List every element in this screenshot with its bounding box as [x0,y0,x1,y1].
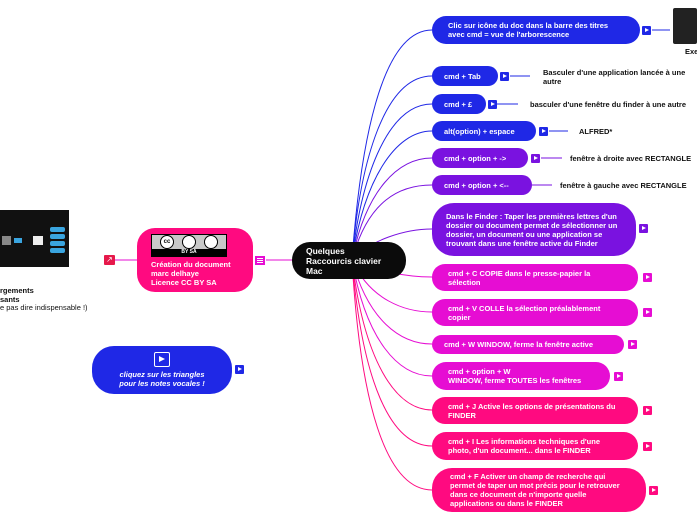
branch-b3-text: cmd + £ [444,99,473,109]
branch-b12-text: cmd + J Active les options de présentati… [448,401,616,420]
left-label-line2: sants [0,295,20,304]
audio-play-icon[interactable] [500,72,509,81]
external-thumbnail [673,8,697,44]
cc-icons: cc [152,235,226,249]
branch-b11[interactable]: cmd + option + W WINDOW, ferme TOUTES le… [432,362,610,390]
branch-b6-label: fenêtre à gauche avec RECTANGLE [560,181,687,190]
audio-play-icon[interactable] [531,154,540,163]
audio-play-icon[interactable] [639,224,648,233]
license-node[interactable]: cc BY SA Création du document marc delha… [137,228,253,292]
branch-b13-text: cmd + I Les informations techniques d'un… [448,437,601,455]
branch-b2[interactable]: cmd + Tab [432,66,498,86]
audio-play-icon[interactable] [614,372,623,381]
branch-b3-label: basculer d'une fenêtre du finder à une a… [530,100,686,109]
branch-b6[interactable]: cmd + option + <-- [432,175,532,195]
branch-b4[interactable]: alt(option) + espace [432,121,536,141]
audio-play-icon[interactable] [628,340,637,349]
branch-b2-text: cmd + Tab [444,71,481,81]
audio-play-icon[interactable] [643,442,652,451]
central-topic-title: Quelques Raccourcis clavier Mac [306,245,382,276]
cc-by-sa-badge: cc BY SA [151,234,227,257]
branch-b5[interactable]: cmd + option + -> [432,148,528,168]
audio-play-icon[interactable] [539,127,548,136]
branch-b5-label: fenêtre à droite avec RECTANGLE [570,154,692,163]
left-label-line3: e pas dire indispensable !) [0,303,88,312]
left-label-line1: rgements [0,286,34,295]
audio-play-icon[interactable] [643,406,652,415]
branch-b4-label: ALFRED* [579,127,613,136]
branch-b8[interactable]: cmd + C COPIE dans le presse-papier la s… [432,264,638,291]
audio-play-icon[interactable] [235,365,244,374]
branch-b13[interactable]: cmd + I Les informations techniques d'un… [432,432,638,460]
branch-b12[interactable]: cmd + J Active les options de présentati… [432,397,638,424]
central-topic[interactable]: Quelques Raccourcis clavier Mac [292,242,406,279]
audio-play-icon[interactable] [643,308,652,317]
sa-icon [204,235,218,249]
branch-b6-text: cmd + option + <-- [444,180,509,190]
audio-play-icon[interactable] [488,100,497,109]
audio-play-icon[interactable] [642,26,651,35]
notes-icon[interactable] [254,255,266,266]
audio-play-icon[interactable] [649,486,658,495]
license-text: Création du document marc delhaye Licenc… [151,260,231,287]
branch-b2-label: Basculer d'une application lancée à une … [543,68,686,86]
branch-b14-text: cmd + F Activer un champ de recherche qu… [450,472,620,508]
branch-b14[interactable]: cmd + F Activer un champ de recherche qu… [432,468,646,512]
voice-notes-node[interactable]: cliquez sur les triangles pour les notes… [92,346,232,394]
branch-b1[interactable]: Clic sur icône du doc dans la barre des … [432,16,640,44]
branch-b10-text: cmd + W WINDOW, ferme la fenêtre active [444,340,594,349]
voice-notes-text: cliquez sur les triangles pour les notes… [119,370,205,388]
video-icon [154,352,170,367]
branch-b5-text: cmd + option + -> [444,153,507,163]
by-icon [182,235,196,249]
branch-b3[interactable]: cmd + £ [432,94,486,114]
branch-b9-text: cmd + V COLLE la sélection préalablement… [448,303,601,322]
branch-b1-label: Exe [685,47,697,56]
branch-b4-text: alt(option) + espace [444,126,515,136]
branch-b1-text: Clic sur icône du doc dans la barre des … [448,21,609,39]
cc-icon: cc [160,235,174,249]
link-icon[interactable]: ↗ [104,255,115,265]
audio-play-icon[interactable] [643,273,652,282]
screenshot-thumbnail [0,210,69,267]
branch-b10[interactable]: cmd + W WINDOW, ferme la fenêtre active [432,335,624,354]
branch-b9[interactable]: cmd + V COLLE la sélection préalablement… [432,299,638,326]
branch-b7[interactable]: Dans le Finder : Taper les premières let… [432,203,636,256]
branch-b8-text: cmd + C COPIE dans le presse-papier la s… [448,268,591,287]
badge-label: BY SA [152,249,226,256]
branch-b11-text: cmd + option + W WINDOW, ferme TOUTES le… [448,367,582,385]
branch-b7-text: Dans le Finder : Taper les premières let… [446,211,618,248]
